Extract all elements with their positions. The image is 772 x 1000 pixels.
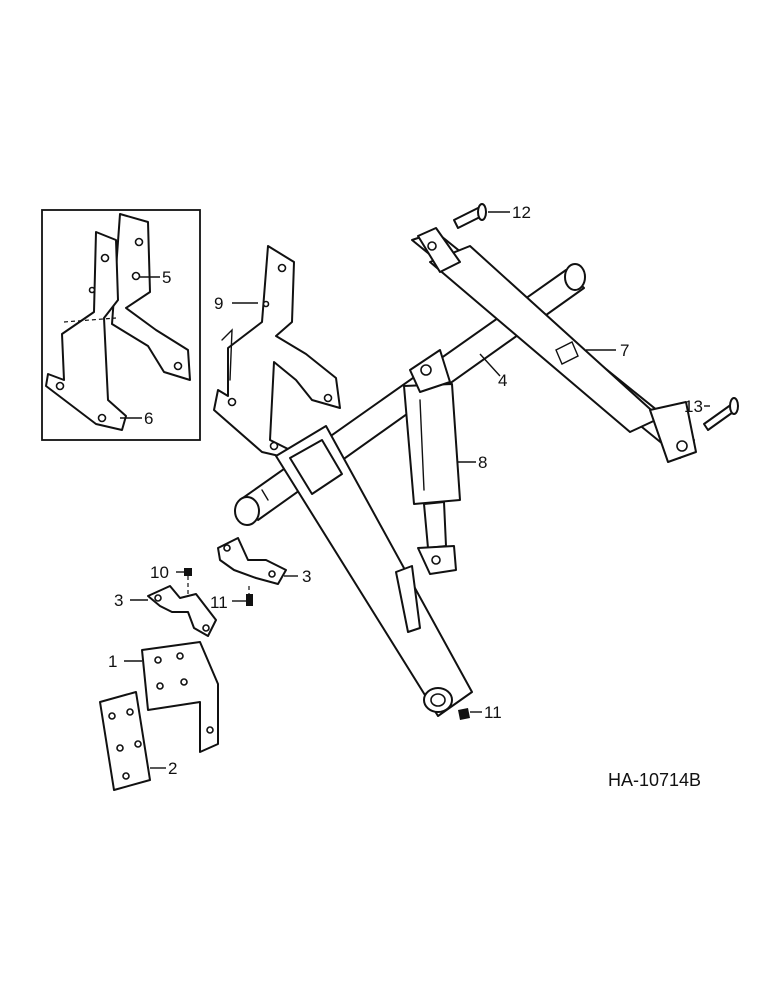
bracket-9 (213, 245, 341, 459)
bracket-6 (45, 231, 127, 431)
callout-10: 10 (150, 563, 169, 582)
callout-8: 8 (478, 453, 487, 472)
callout-2: 2 (168, 759, 177, 778)
plate-1 (141, 641, 219, 753)
plate-2 (99, 691, 151, 791)
clamp-3-upper (217, 537, 287, 585)
callout-11-right: 11 (484, 703, 502, 722)
callout-11-left: 11 (210, 593, 228, 612)
inset-frame (41, 209, 201, 441)
lift-link-7 (411, 227, 697, 463)
nut-11-right (458, 708, 470, 720)
callout-5: 5 (162, 268, 171, 287)
lift-arm (275, 425, 473, 717)
callout-3-right: 3 (302, 567, 311, 586)
hydraulic-cylinder-8 (403, 349, 461, 575)
pin-13 (703, 397, 739, 431)
callout-9: 9 (214, 294, 223, 313)
nut-11-left (246, 586, 253, 606)
bolt-10 (184, 568, 192, 596)
callout-1: 1 (108, 652, 117, 671)
callout-7: 7 (620, 341, 629, 360)
pin-12 (453, 203, 487, 229)
callout-3-left: 3 (114, 591, 123, 610)
drawing-code: HA-10714B (608, 770, 701, 790)
callout-6: 6 (144, 409, 153, 428)
clamp-3-lower (147, 585, 217, 637)
callout-12: 12 (512, 203, 531, 222)
callout-13: 13 (684, 397, 703, 416)
callout-4: 4 (498, 371, 507, 390)
bracket-5 (111, 213, 191, 381)
